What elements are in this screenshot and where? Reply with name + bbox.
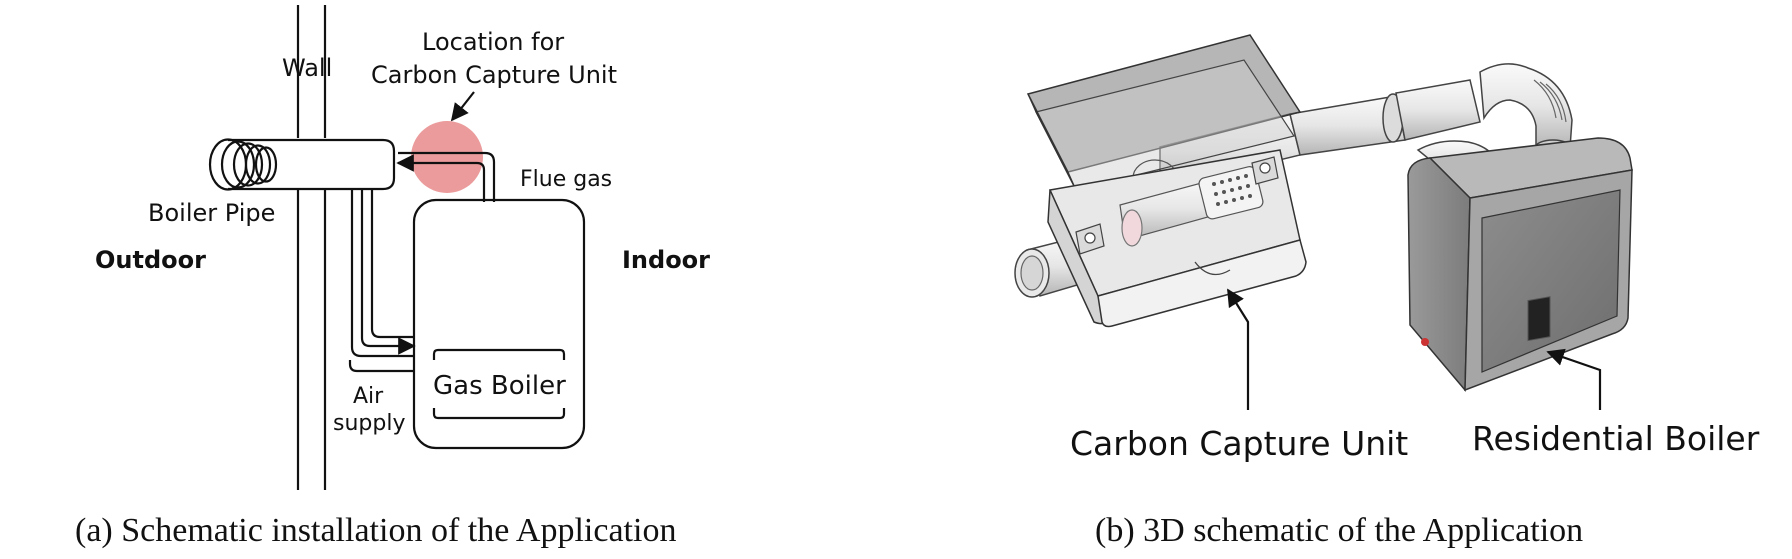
gas-boiler-label: Gas Boiler [433, 371, 566, 401]
caption-a: (a) Schematic installation of the Applic… [75, 512, 676, 549]
boiler-pointer [1546, 348, 1602, 410]
carbon-capture-unit-3d [1026, 34, 1307, 328]
panel-b-3d-schematic: Carbon Capture Unit Residential Boiler (… [1014, 34, 1760, 549]
ccu-label: Carbon Capture Unit [1070, 424, 1408, 463]
ccu-pointer [1227, 288, 1250, 410]
outdoor-label: Outdoor [95, 246, 206, 274]
air-label-line1: Air [353, 384, 384, 409]
flue-gas-duct [396, 151, 496, 202]
location-label-line1: Location for [422, 28, 564, 56]
boiler-pipe [208, 138, 396, 191]
wall [296, 5, 327, 490]
location-label-line2: Carbon Capture Unit [371, 61, 617, 89]
panel-a-schematic: Wall Location for Carbon Capture Unit Fl… [75, 5, 710, 549]
location-arrow [450, 91, 475, 122]
residential-boiler-3d [1407, 137, 1633, 392]
caption-b: (b) 3D schematic of the Application [1095, 512, 1583, 549]
residential-boiler-label: Residential Boiler [1472, 419, 1760, 458]
flue-gas-label: Flue gas [520, 167, 612, 192]
indoor-label: Indoor [622, 246, 710, 274]
wall-label: Wall [282, 54, 332, 82]
boiler-pipe-label: Boiler Pipe [148, 199, 275, 227]
air-supply-duct [348, 189, 416, 373]
ccu-location-highlight [411, 121, 483, 193]
air-label-line2: supply [333, 411, 405, 436]
gas-boiler-body [412, 198, 586, 450]
